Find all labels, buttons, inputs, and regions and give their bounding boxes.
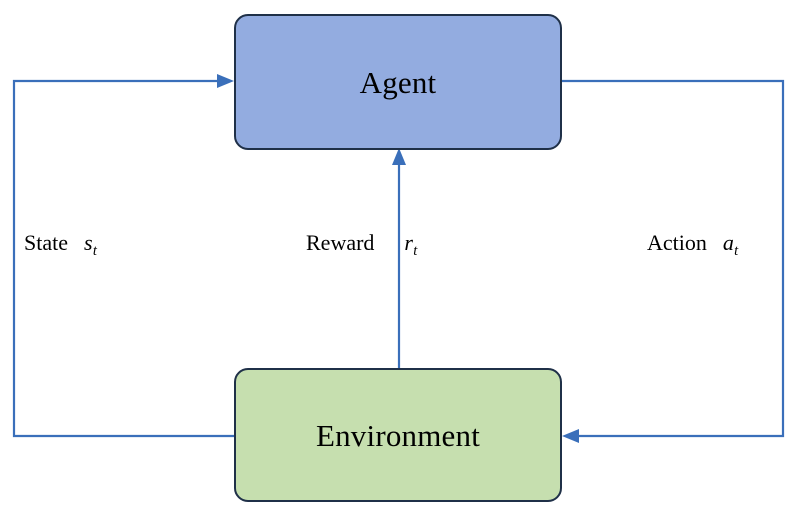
action-connector bbox=[562, 79, 785, 438]
reward-edge-label-text: Reward bbox=[306, 230, 375, 255]
state-edge-symbol-base: s bbox=[84, 230, 93, 255]
environment-node[interactable]: Environment bbox=[234, 368, 562, 502]
state-edge-symbol: st bbox=[84, 230, 97, 258]
state-edge-symbol-subscript: t bbox=[92, 242, 97, 259]
state-edge-label-text: State bbox=[24, 230, 68, 255]
state-connector bbox=[12, 79, 234, 438]
action-edge-symbol: at bbox=[722, 230, 738, 258]
reward-edge-symbol: rt bbox=[404, 230, 417, 258]
environment-node-label: Environment bbox=[315, 417, 481, 453]
reward-edge-symbol-subscript: t bbox=[413, 242, 418, 259]
action-edge-label-text: Action bbox=[647, 230, 707, 255]
state-arrowhead bbox=[217, 74, 234, 88]
action-edge-symbol-base: a bbox=[722, 230, 734, 255]
action-edge-symbol-subscript: t bbox=[734, 242, 739, 259]
agent-node[interactable]: Agent bbox=[234, 14, 562, 150]
agent-node-label: Agent bbox=[359, 64, 437, 100]
reward-arrowhead bbox=[392, 148, 406, 165]
action-arrowhead bbox=[562, 429, 579, 443]
reward-edge-label: Reward rt bbox=[306, 230, 417, 258]
reward-edge-symbol-base: r bbox=[404, 230, 413, 255]
